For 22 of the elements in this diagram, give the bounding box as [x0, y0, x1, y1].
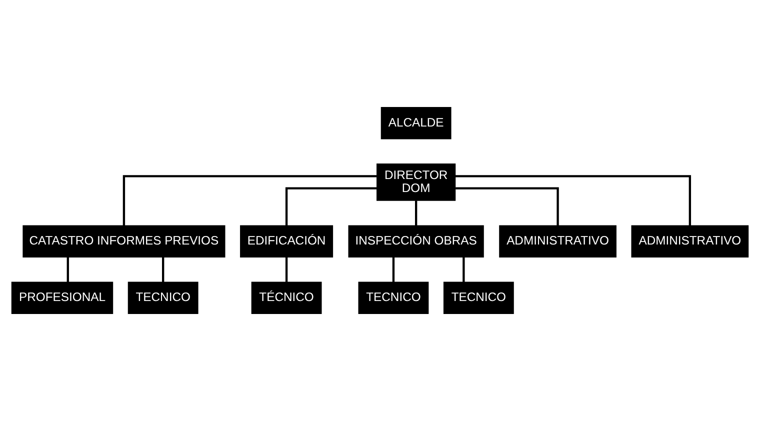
node-box: ADMINISTRATIVO	[631, 225, 749, 258]
connector	[456, 187, 559, 226]
connector	[392, 257, 395, 282]
connector	[462, 257, 465, 282]
node-box: EDIFICACIÓN	[240, 225, 334, 258]
node-box: INSPECCIÓN OBRAS	[348, 225, 484, 258]
connector	[122, 175, 377, 226]
node-box: TECNICO	[443, 282, 514, 314]
connector	[162, 257, 164, 282]
connector	[285, 187, 377, 226]
node-box: ADMINISTRATIVO	[499, 225, 616, 258]
connector	[415, 200, 418, 226]
node-box: CATASTRO INFORMES PREVIOS	[22, 225, 226, 258]
node-box: DIRECTOR DOM	[376, 164, 456, 201]
connector	[285, 257, 288, 282]
node-box: TÉCNICO	[251, 282, 322, 314]
node-box: TECNICO	[358, 282, 429, 314]
node-box: TECNICO	[128, 282, 198, 314]
connector	[455, 175, 692, 226]
connector	[66, 257, 69, 282]
node-box: PROFESIONAL	[11, 282, 114, 314]
node-box: ALCALDE	[380, 107, 452, 140]
